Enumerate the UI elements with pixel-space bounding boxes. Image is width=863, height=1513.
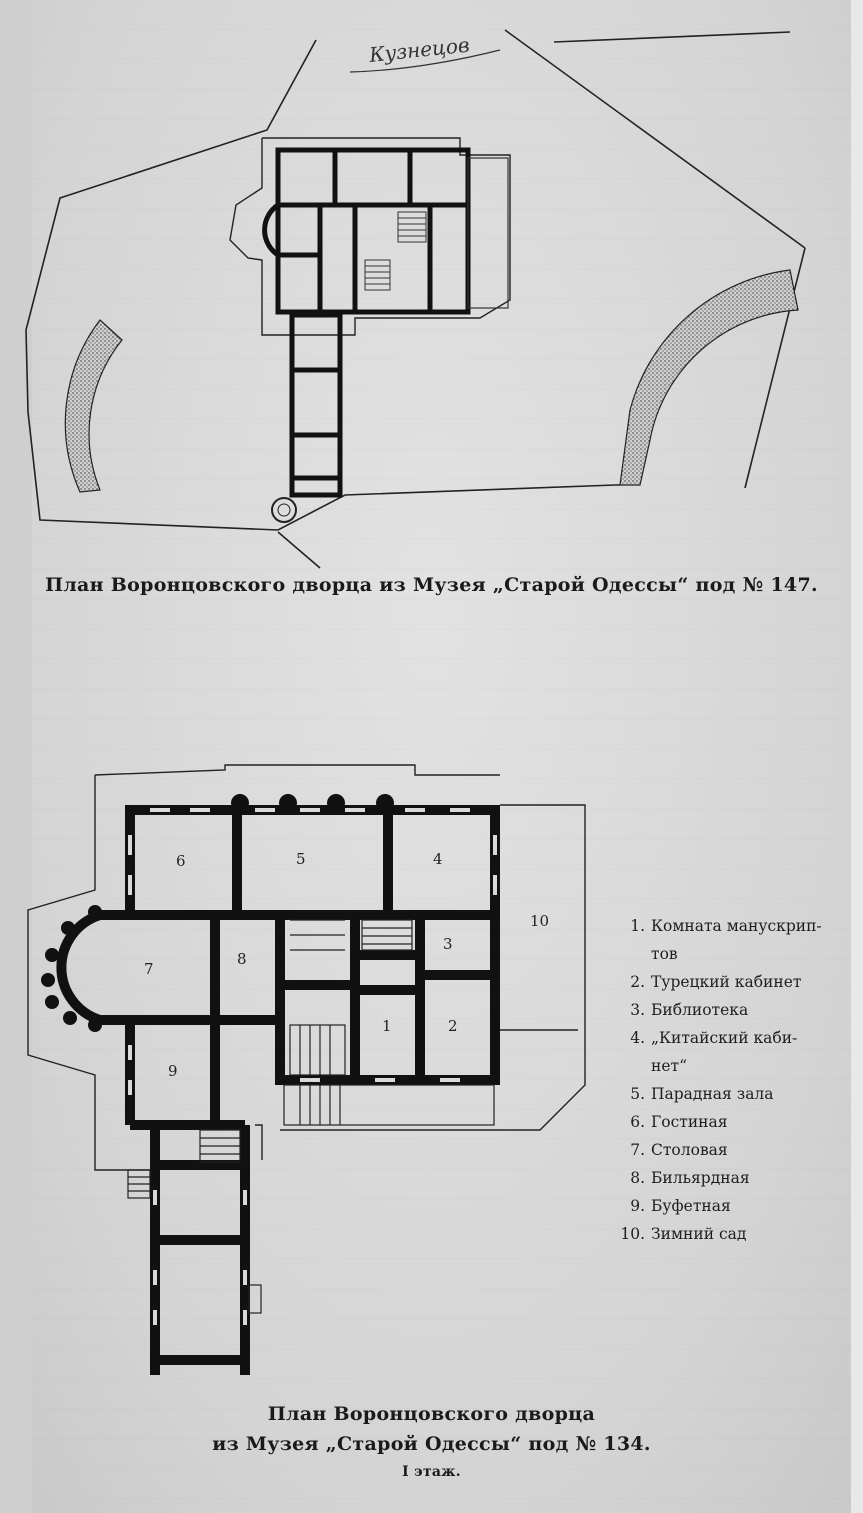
caption-plan-147: План Воронцовского дворца из Музея „Стар… xyxy=(45,574,818,596)
legend-item: 1. Комната манускрип-тов xyxy=(630,917,822,963)
legend-item: 6. Гостиная xyxy=(630,1113,728,1131)
legend-item: 7. Столовая xyxy=(630,1141,728,1159)
room-number-10: 10 xyxy=(530,912,550,930)
apse-columns xyxy=(41,905,102,1032)
legend-item: 4. „Китайский каби-нет“ xyxy=(630,1029,798,1075)
signature: Кузнецов xyxy=(367,33,471,67)
building-147 xyxy=(229,137,511,336)
floor-label: I этаж. xyxy=(402,1464,461,1480)
walls-147 xyxy=(275,147,471,315)
room-legend: 1. Комната манускрип-тов 2. Турецкий каб… xyxy=(614,912,854,1248)
plan-147: Кузнецов xyxy=(25,29,806,569)
wing-147 xyxy=(289,312,343,498)
site-boundary xyxy=(25,29,806,569)
legend-item: 5. Парадная зала xyxy=(630,1085,774,1103)
legend-item: 8. Бильярдная xyxy=(630,1169,750,1187)
legend-item: 2. Турецкий кабинет xyxy=(630,973,802,991)
room-number-6: 6 xyxy=(176,852,186,870)
room-number-5: 5 xyxy=(296,850,306,868)
stairs-147 xyxy=(364,211,427,291)
left-garden-arc xyxy=(64,319,123,493)
apse-wall xyxy=(56,910,130,1025)
legend-item: 9. Буфетная xyxy=(630,1197,731,1215)
right-garden-arc xyxy=(619,269,799,486)
room-number-3: 3 xyxy=(443,935,453,953)
legend-item: 3. Библиотека xyxy=(630,1001,749,1019)
facade-columns xyxy=(231,794,394,812)
round-tower xyxy=(271,497,297,523)
caption-plan-134-line1: План Воронцовского дворца xyxy=(267,1403,596,1425)
walls-134 xyxy=(125,805,500,1375)
room-number-7: 7 xyxy=(144,960,154,978)
legend-item: 10. Зимний сад xyxy=(620,1225,747,1243)
scan-left-edge xyxy=(0,0,32,1513)
room-number-4: 4 xyxy=(433,850,443,868)
room-number-8: 8 xyxy=(237,950,247,968)
stairs-134 xyxy=(127,919,495,1314)
room-number-1: 1 xyxy=(382,1017,392,1035)
caption-plan-134-line2: из Музея „Старой Одессы“ под № 134. xyxy=(212,1433,651,1455)
outline-134 xyxy=(27,764,586,1171)
window-breaks xyxy=(128,808,497,1325)
room-number-9: 9 xyxy=(168,1062,178,1080)
scan-right-edge xyxy=(851,0,863,1513)
room-number-2: 2 xyxy=(448,1017,458,1035)
